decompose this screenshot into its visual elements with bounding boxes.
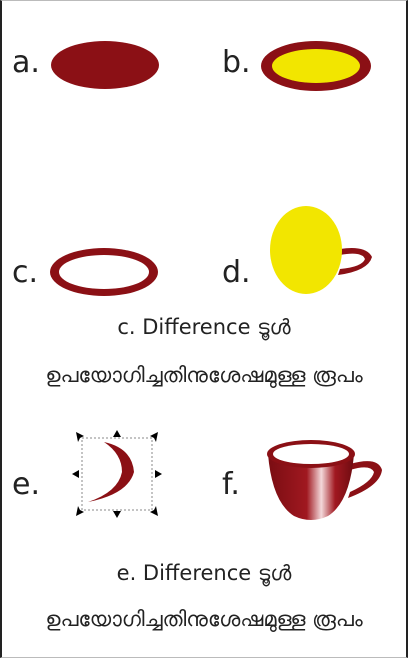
figure-frame (0, 0, 408, 658)
label-a: a. (12, 45, 40, 80)
caption-e-line2: ഉപയോഗിച്ചതിനുശേഷമുള്ള രൂപം (45, 607, 363, 631)
label-e: e. (12, 467, 40, 502)
label-d: d. (222, 255, 251, 290)
filled-ellipse-a (51, 41, 159, 89)
caption-c-line1: c. Difference ടൂൾ (117, 315, 291, 339)
caption-e-line1: e. Difference ടൂൾ (116, 561, 292, 585)
caption-c-line2: ഉപയോഗിച്ചതിനുശേഷമുള്ള രൂപം (45, 363, 363, 387)
selection-handle-icons (72, 430, 162, 518)
ring-ellipse-c (50, 248, 158, 296)
label-b: b. (222, 45, 251, 80)
label-f: f. (222, 467, 240, 502)
label-c: c. (12, 255, 39, 290)
yellow-cup-with-handle-d (270, 206, 372, 294)
crescent-with-selection-handles-e (72, 430, 162, 518)
yellow-ellipse-with-red-ring-b (261, 41, 371, 91)
finished-cup-f (267, 440, 382, 520)
